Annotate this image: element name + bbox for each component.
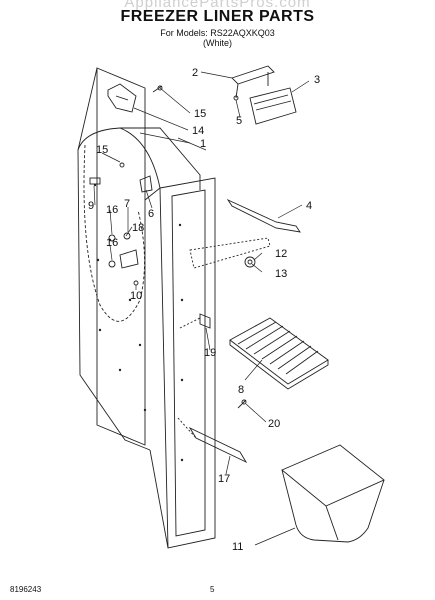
callout-17: 17	[218, 473, 230, 485]
callout-1: 1	[200, 138, 206, 150]
diagram-title: FREEZER LINER PARTS	[120, 8, 315, 25]
color-line: (White)	[203, 38, 232, 48]
callout-labels: 2 3 5 15 14 1 15 9 16 7 6 18 16 10 4 12 …	[88, 67, 320, 553]
model-subtitle: For Models: RS22AQXKQ03 (White)	[0, 28, 435, 48]
callout-3: 3	[314, 74, 320, 86]
rail-part-4	[226, 198, 301, 233]
bracket-part-14	[107, 83, 137, 113]
clip-part-19	[179, 313, 211, 329]
rail-part-17	[177, 417, 248, 464]
callout-15-left: 15	[96, 144, 108, 156]
callout-4: 4	[306, 200, 312, 212]
callout-16-lower: 16	[106, 237, 118, 249]
leader-lines	[93, 71, 310, 546]
freezer-liner	[77, 67, 216, 549]
callout-10: 10	[130, 290, 142, 302]
callout-11: 11	[232, 541, 243, 553]
cover-part-3	[249, 87, 297, 125]
callout-9: 9	[88, 200, 94, 212]
screw-part-15	[152, 85, 163, 93]
callout-7: 7	[124, 198, 130, 210]
callout-5: 5	[236, 115, 242, 127]
callout-14: 14	[192, 125, 204, 137]
bracket-part-2	[231, 65, 275, 101]
callout-18: 18	[132, 222, 144, 234]
callout-2: 2	[192, 67, 198, 79]
callout-15-top: 15	[194, 108, 206, 120]
callout-8: 8	[238, 384, 244, 396]
callout-16-upper: 16	[106, 204, 118, 216]
callout-12: 12	[275, 248, 287, 260]
screw-part-20	[237, 399, 247, 409]
model-line: For Models: RS22AQXKQ03	[160, 28, 275, 38]
callout-20: 20	[268, 418, 280, 430]
watermark: AppliancePartsPros.com	[124, 0, 311, 11]
callout-6: 6	[148, 208, 154, 220]
roller-part-12	[189, 237, 271, 269]
footer-page-number: 5	[210, 585, 215, 594]
callout-19: 19	[204, 347, 216, 359]
bin-part-11	[281, 444, 385, 543]
footer-part-number: 8196243	[10, 585, 42, 594]
wire-shelf-part-8	[229, 317, 329, 390]
callout-13: 13	[275, 268, 287, 280]
